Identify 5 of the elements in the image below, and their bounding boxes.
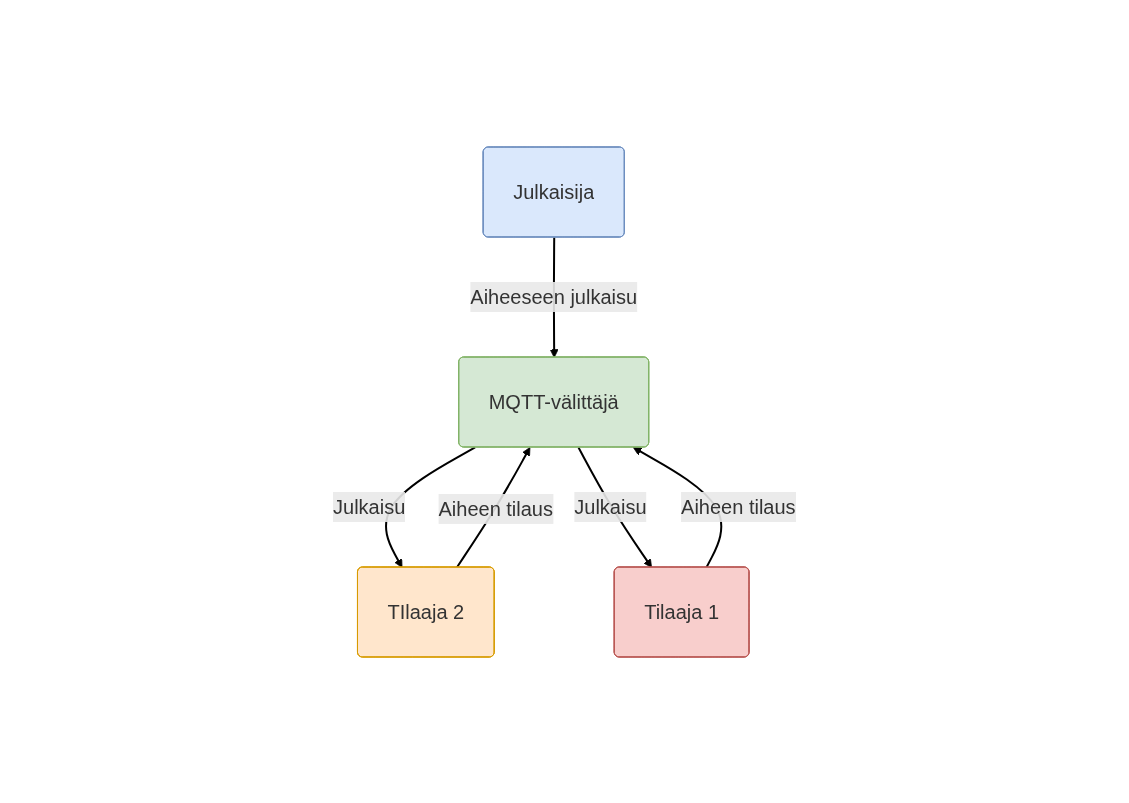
edge-label: Aiheen tilaus <box>438 497 554 520</box>
edge-label: Julkaisu <box>333 495 406 518</box>
edge-label: Julkaisu <box>574 495 647 518</box>
edge-label: Aiheeseen julkaisu <box>470 285 638 308</box>
edge-label: Aiheen tilaus <box>681 495 796 518</box>
